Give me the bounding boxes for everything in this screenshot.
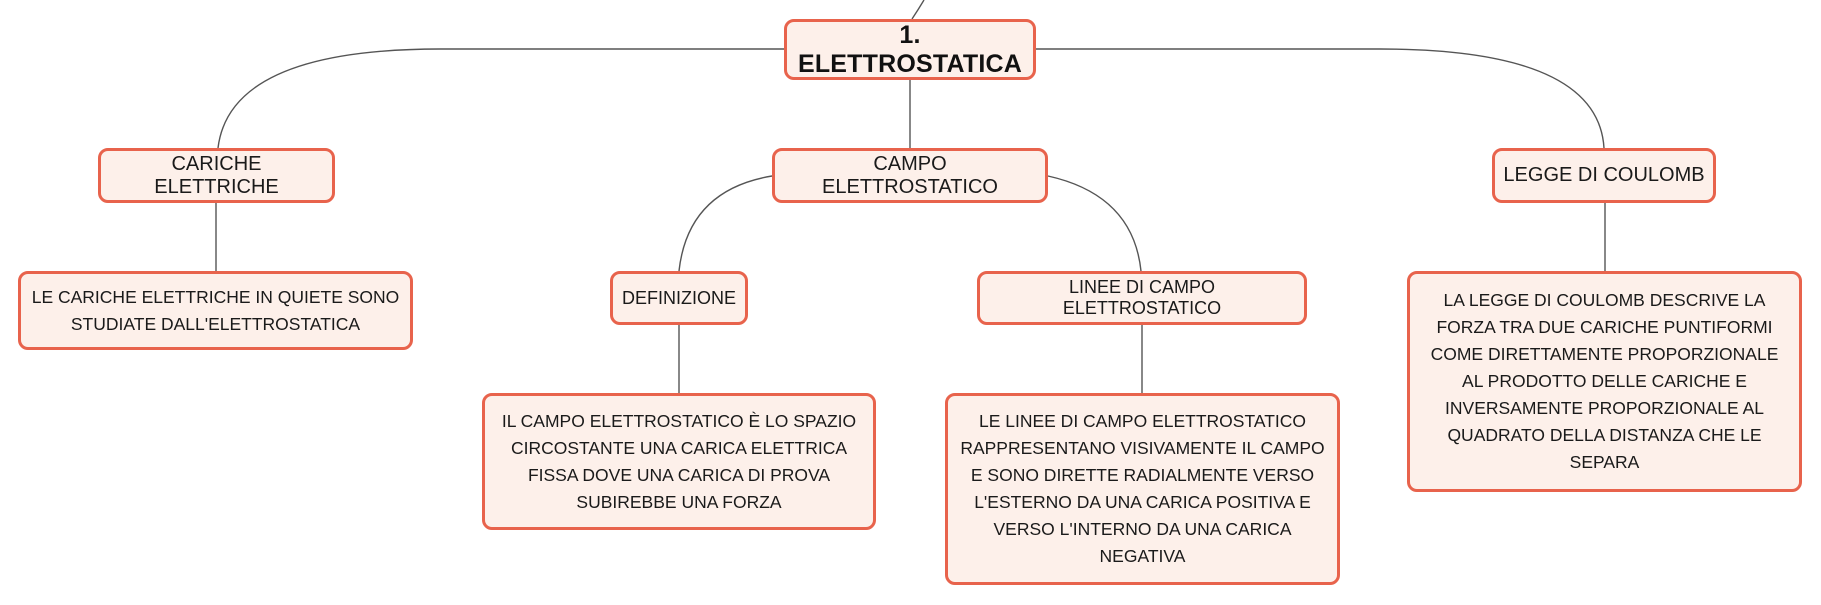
- connector-campo-to-definizione: [678, 175, 773, 272]
- topic-label: CARICHE ELETTRICHE: [154, 152, 279, 198]
- topic-label: LEGGE DI COULOMB: [1503, 164, 1705, 186]
- detail-text: LE LINEE DI CAMPO ELETTROSTATICO RAPPRES…: [960, 411, 1325, 566]
- topic-label: CAMPO ELETTROSTATICO: [822, 152, 998, 198]
- detail-node-linee-di-campo[interactable]: LE LINEE DI CAMPO ELETTROSTATICO RAPPRES…: [945, 393, 1340, 585]
- subtopic-node-linee-di-campo[interactable]: LINEE DI CAMPO ELETTROSTATICO: [977, 271, 1307, 325]
- root-node[interactable]: 1. ELETTROSTATICA: [784, 19, 1036, 80]
- subtopic-node-definizione[interactable]: DEFINIZIONE: [610, 271, 748, 325]
- topic-node-cariche-elettriche[interactable]: CARICHE ELETTRICHE: [98, 148, 335, 203]
- detail-node-coulomb[interactable]: LA LEGGE DI COULOMB DESCRIVE LA FORZA TR…: [1407, 271, 1802, 492]
- connector-parent-to-root: [911, 0, 925, 20]
- detail-node-cariche[interactable]: LE CARICHE ELETTRICHE IN QUIETE SONO STU…: [18, 271, 413, 350]
- root-label: 1. ELETTROSTATICA: [797, 20, 1023, 78]
- topic-node-legge-di-coulomb[interactable]: LEGGE DI COULOMB: [1492, 148, 1716, 203]
- connector-root-to-cariche: [217, 48, 784, 149]
- detail-text: LE CARICHE ELETTRICHE IN QUIETE SONO STU…: [31, 286, 400, 334]
- topic-node-campo-elettrostatico[interactable]: CAMPO ELETTROSTATICO: [772, 148, 1048, 203]
- subtopic-label: LINEE DI CAMPO ELETTROSTATICO: [1062, 277, 1222, 318]
- connector-campo-to-linee: [1047, 175, 1142, 272]
- detail-text: IL CAMPO ELETTROSTATICO È LO SPAZIO CIRC…: [501, 410, 857, 512]
- connector-root-to-coulomb: [1036, 48, 1605, 149]
- detail-text: LA LEGGE DI COULOMB DESCRIVE LA FORZA TR…: [1430, 290, 1779, 472]
- subtopic-label: DEFINIZIONE: [621, 287, 736, 308]
- detail-node-definizione[interactable]: IL CAMPO ELETTROSTATICO È LO SPAZIO CIRC…: [482, 393, 876, 530]
